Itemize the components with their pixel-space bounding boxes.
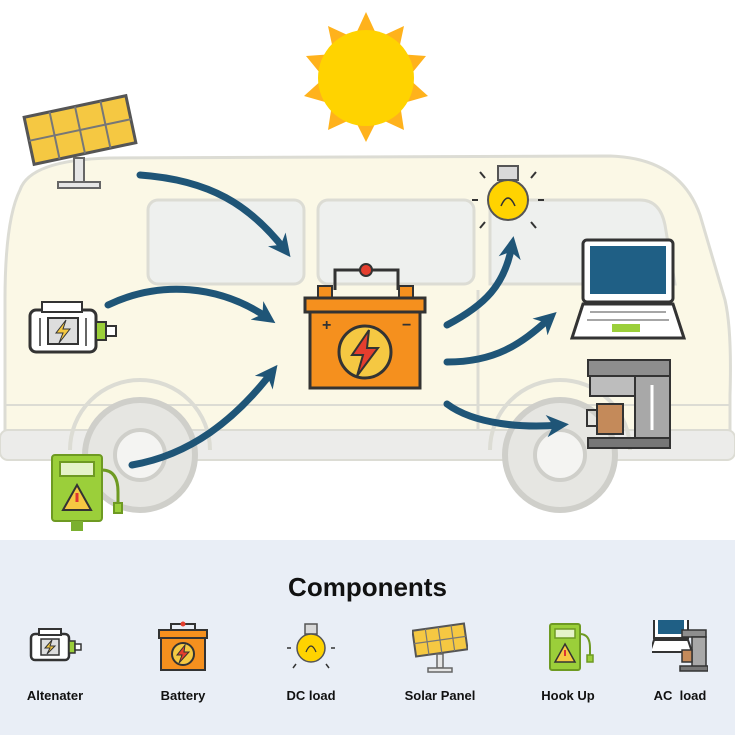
battery-icon xyxy=(158,621,208,671)
laptop-coffee-machine-icon xyxy=(652,620,708,672)
alternator-icon xyxy=(28,301,117,354)
light-bulb-icon xyxy=(472,165,544,229)
legend-item-hook-up: Hook Up xyxy=(513,620,623,720)
hookup-charger-icon xyxy=(51,454,123,531)
legend-item-dc-load: DC load xyxy=(256,620,366,720)
coffee-machine-icon xyxy=(586,359,671,449)
legend-label-hook-up: Hook Up xyxy=(541,688,595,703)
hookup-charger-icon xyxy=(549,623,594,671)
arrow-battery-to-coffee-machine xyxy=(443,400,569,438)
solar-panel-icon xyxy=(22,93,138,167)
legend-item-battery: Battery xyxy=(128,620,238,720)
solar-panel-icon xyxy=(412,622,468,673)
legend-item-ac-load: AC load xyxy=(625,620,735,720)
laptop-icon xyxy=(569,238,687,340)
sun-icon xyxy=(304,12,428,142)
legend-label-battery: Battery xyxy=(160,688,206,703)
legend-item-solar-panel: Solar Panel xyxy=(385,620,495,720)
arrow-battery-to-dc-load xyxy=(443,236,521,329)
legend-label-dc-load: DC load xyxy=(286,688,336,703)
legend-title: Components xyxy=(288,572,447,602)
battery-icon: + − xyxy=(303,263,427,390)
arrow-battery-to-laptop xyxy=(443,312,557,366)
arrow-alternator-to-battery xyxy=(104,285,276,324)
alternator-icon xyxy=(29,628,82,662)
flow-arrows xyxy=(104,171,569,469)
svg-text:+: + xyxy=(322,317,331,334)
legend-label-alternator: Altenater xyxy=(26,688,84,703)
light-bulb-icon xyxy=(287,623,335,669)
components-legend: Components Altenater Battery xyxy=(0,540,735,735)
legend-label-ac-load: AC load xyxy=(653,688,707,703)
svg-text:−: − xyxy=(402,317,411,334)
legend-item-alternator: Altenater xyxy=(0,620,110,720)
arrow-hookup-to-battery xyxy=(128,364,278,469)
campervan-power-scene: + − xyxy=(0,12,735,531)
legend-label-solar-panel: Solar Panel xyxy=(404,688,476,703)
arrow-solar-to-battery xyxy=(136,171,291,258)
